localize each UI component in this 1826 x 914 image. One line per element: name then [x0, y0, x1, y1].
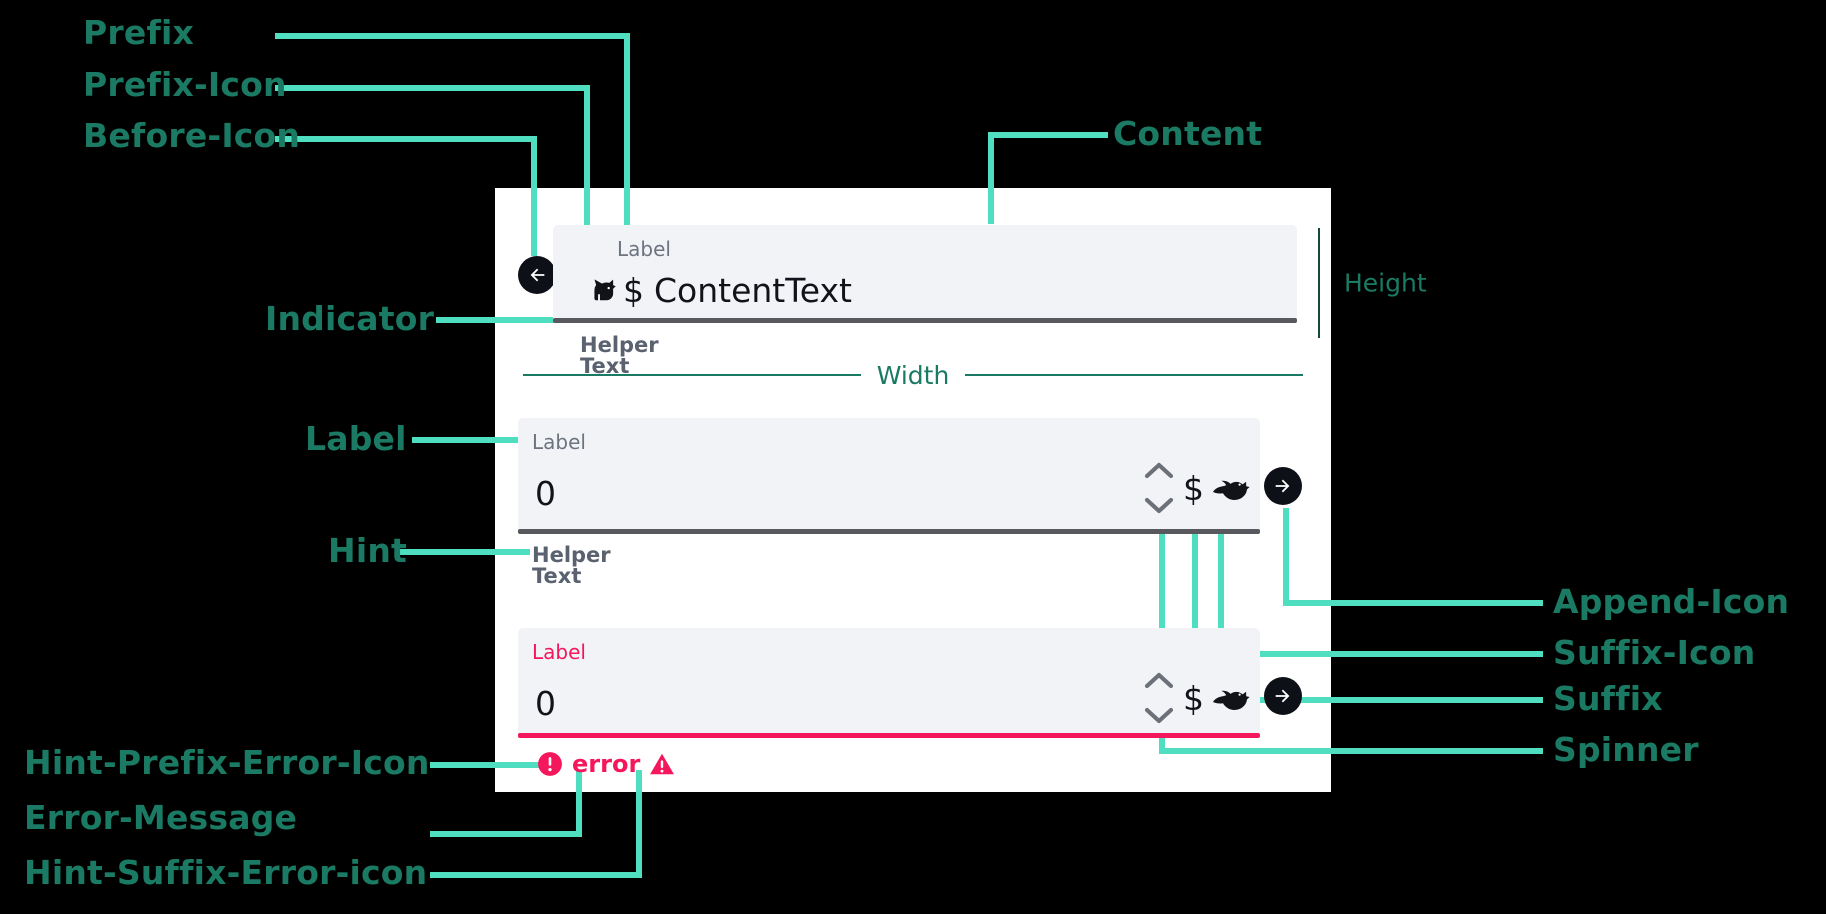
number-field-box[interactable]: [518, 418, 1260, 531]
text-field-content: $ ContentText: [587, 273, 852, 307]
annotation-before-icon: Before-Icon: [83, 116, 301, 155]
number-field-suffix: $: [1183, 469, 1204, 508]
leader-hint-suffix-error-h: [430, 872, 642, 878]
width-measure-label: Width: [876, 360, 950, 390]
annotation-prefix: Prefix: [83, 13, 194, 52]
width-measure: Width: [523, 360, 1304, 390]
error-spinner-up-down-icon[interactable]: [1142, 672, 1176, 724]
text-field-box[interactable]: [553, 225, 1297, 320]
bird-icon: [1211, 472, 1250, 504]
chevron-down-icon: [1144, 707, 1174, 724]
leader-label-h: [412, 437, 529, 443]
leader-suffix-v: [1192, 530, 1198, 702]
leader-content-v: [988, 132, 994, 224]
error-field-indicator: [518, 733, 1260, 738]
annotation-suffix: Suffix: [1553, 679, 1663, 718]
annotation-error-message: Error-Message: [24, 798, 298, 837]
text-field-value: ContentText: [654, 270, 852, 310]
leader-append-icon-h: [1283, 600, 1543, 606]
chevron-up-icon: [1144, 462, 1174, 479]
spinner-up-down-icon[interactable]: [1142, 462, 1176, 514]
circle-arrow-right-icon[interactable]: [1264, 467, 1302, 505]
leader-suffix-icon-h: [1218, 651, 1543, 657]
leader-suffix-icon-v: [1218, 530, 1224, 652]
annotation-hint-prefix-error: Hint-Prefix-Error-Icon: [24, 743, 430, 782]
leader-suffix-h: [1192, 697, 1543, 703]
leader-before-icon-h: [275, 136, 537, 142]
height-measure-label: Height: [1344, 268, 1427, 298]
cat-icon: [587, 273, 621, 307]
leader-indicator-h: [436, 317, 602, 323]
number-field-label: Label: [532, 430, 586, 454]
annotation-spinner: Spinner: [1553, 730, 1699, 769]
annotation-content: Content: [1113, 114, 1263, 153]
leader-prefix-h: [275, 33, 630, 39]
error-circle-arrow-right-icon[interactable]: [1264, 677, 1302, 715]
leader-prefix-icon-h: [275, 85, 590, 91]
triangle-warning-icon: [650, 753, 675, 775]
leader-append-icon-v: [1283, 508, 1289, 606]
chevron-down-icon: [1144, 497, 1174, 514]
leader-hint-h: [400, 549, 530, 555]
text-field-prefix: $: [623, 270, 644, 310]
error-field-value: 0: [535, 684, 556, 723]
text-field-label: Label: [617, 237, 671, 261]
height-measure: Height: [1318, 228, 1468, 338]
text-field-indicator: [553, 318, 1297, 323]
chevron-up-icon: [1144, 672, 1174, 689]
error-row: error: [537, 751, 675, 777]
error-field-suffix: $: [1183, 679, 1204, 718]
leader-hint-suffix-error-v: [636, 770, 642, 875]
leader-spinner-h: [1159, 748, 1543, 754]
leader-error-message-h: [430, 831, 582, 837]
leader-prefix-icon-v: [584, 85, 590, 255]
number-field-helper: Helper Text: [532, 543, 611, 588]
leader-error-message-v: [576, 770, 582, 834]
leader-before-icon-v: [531, 136, 537, 256]
error-message: error: [572, 750, 641, 778]
number-field-indicator: [518, 529, 1260, 534]
leader-content-h: [988, 132, 1108, 138]
annotation-hint: Hint: [328, 531, 407, 570]
annotation-suffix-icon: Suffix-Icon: [1553, 633, 1756, 672]
annotation-append-icon: Append-Icon: [1553, 582, 1790, 621]
annotation-indicator: Indicator: [265, 299, 435, 338]
leader-hint-prefix-error-h: [430, 762, 540, 768]
error-field-box[interactable]: [518, 628, 1260, 733]
annotation-label: Label: [305, 419, 407, 458]
width-measure-bar-right: [965, 374, 1304, 376]
annotation-hint-suffix-error: Hint-Suffix-Error-icon: [24, 853, 428, 892]
width-measure-bar-left: [523, 374, 861, 376]
annotation-prefix-icon: Prefix-Icon: [83, 65, 287, 104]
error-bird-icon: [1211, 682, 1250, 714]
error-field-label: Label: [532, 640, 586, 664]
height-measure-bar: [1318, 228, 1320, 338]
circle-arrow-left-icon[interactable]: [518, 256, 556, 294]
text-field-helper: Helper Text: [580, 333, 659, 378]
number-field-value: 0: [535, 474, 556, 513]
circle-exclamation-icon: [538, 752, 562, 776]
leader-prefix-v: [624, 33, 630, 255]
